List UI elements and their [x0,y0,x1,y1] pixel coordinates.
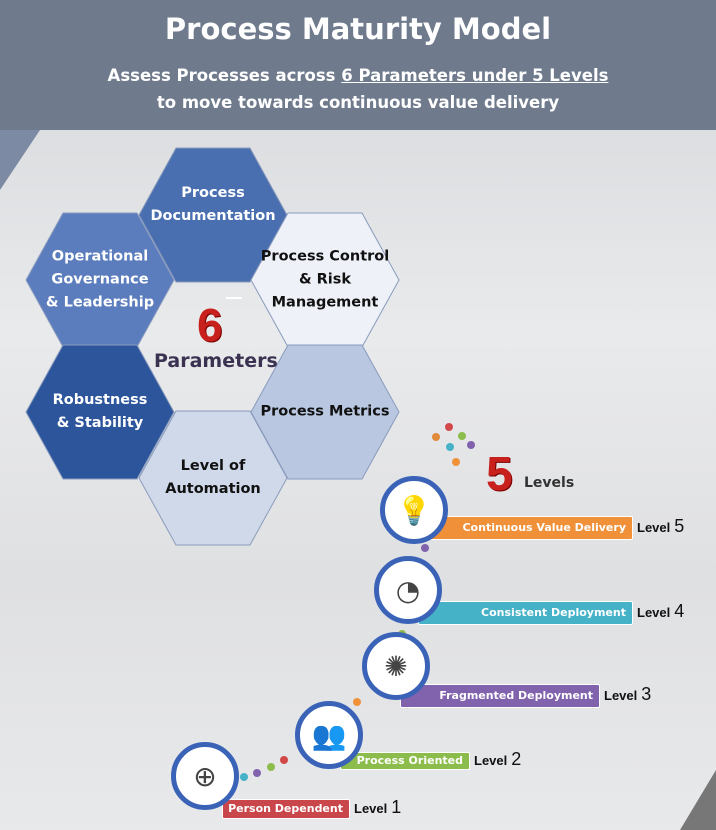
decorative-dot [267,763,275,771]
parameter-hexagon [25,344,175,480]
decorative-dot [446,443,454,451]
level-num: 4 [674,601,685,621]
decorative-dot [280,756,288,764]
corner-decoration [680,770,716,830]
decorative-dot [467,441,475,449]
parameter-label-line: Management [271,294,379,311]
level-bar: Person Dependent [222,799,350,819]
parameter-label-line: Automation [165,481,261,497]
level-num: 1 [391,797,402,817]
parameter-label-line: Process Control [260,248,390,265]
parameters-label: Parameters [154,350,278,372]
parameter-label-line: Level of [180,458,246,474]
level-bar: Continuous Value Delivery [430,516,633,540]
parameter-label-line: & Leadership [45,294,155,311]
level-word: Level [474,753,508,768]
level-bar: Process Oriented [340,752,470,770]
network-swirl-icon: ✺ [362,632,430,700]
level-word: Level [637,520,671,535]
parameter-label-line: Operational [51,248,149,265]
level-bar: Consistent Deployment [418,601,633,625]
level-bar: Fragmented Deployment [400,684,600,708]
levels-count: 5 [486,448,513,501]
parameter-label-line: & Risk [298,271,352,288]
level-num: 3 [641,684,652,704]
parameter-label: Robustness & Stability [53,389,148,435]
subtitle-line-2: to move towards continuous value deliver… [156,93,560,112]
parameter-label-line: Process Metrics [260,403,390,420]
people-icon: 👥 [295,701,363,769]
level-num: 5 [674,516,685,536]
decorative-dot [445,423,453,431]
corner-decoration [0,130,40,190]
subtitle-text: Assess Processes across [107,66,342,85]
decorative-dot [421,544,429,552]
decorative-dot [253,769,261,777]
decorative-dot [240,773,248,781]
parameters-count: 6 [197,299,223,351]
decorative-dot [432,433,440,441]
decorative-dot [452,458,460,466]
level-word: Level [637,605,671,620]
header: Process Maturity Model Assess Processes … [0,0,716,130]
level-word: Level [354,801,388,816]
decorative-dot [458,432,466,440]
parameter-label: Level of Automation [165,455,261,501]
parameter-label-line: Process [181,185,245,201]
level-num: 2 [511,749,522,769]
person-target-icon: ⊕ [171,742,239,810]
levels-label: Levels [524,475,575,491]
parameter-hexagon [138,410,288,546]
value-delivery-icon: 💡 [380,476,448,544]
subtitle-line-1: Assess Processes across 6 Parameters und… [0,66,716,85]
parameter-label-line: Documentation [150,208,276,224]
parameter-label-line: Governance [51,271,149,288]
decorative-dot [353,698,361,706]
parameter-label: Process Metrics [260,401,389,424]
page-title: Process Maturity Model [164,12,552,46]
gauge-icon: ◔ [374,556,442,624]
parameter-label-line: Robustness [52,392,148,408]
parameter-hexagon [250,344,400,480]
subtitle-underlined: 6 Parameters under 5 Levels [341,66,609,85]
parameter-label-line: & Stability [56,415,144,431]
level-word: Level [604,688,638,703]
